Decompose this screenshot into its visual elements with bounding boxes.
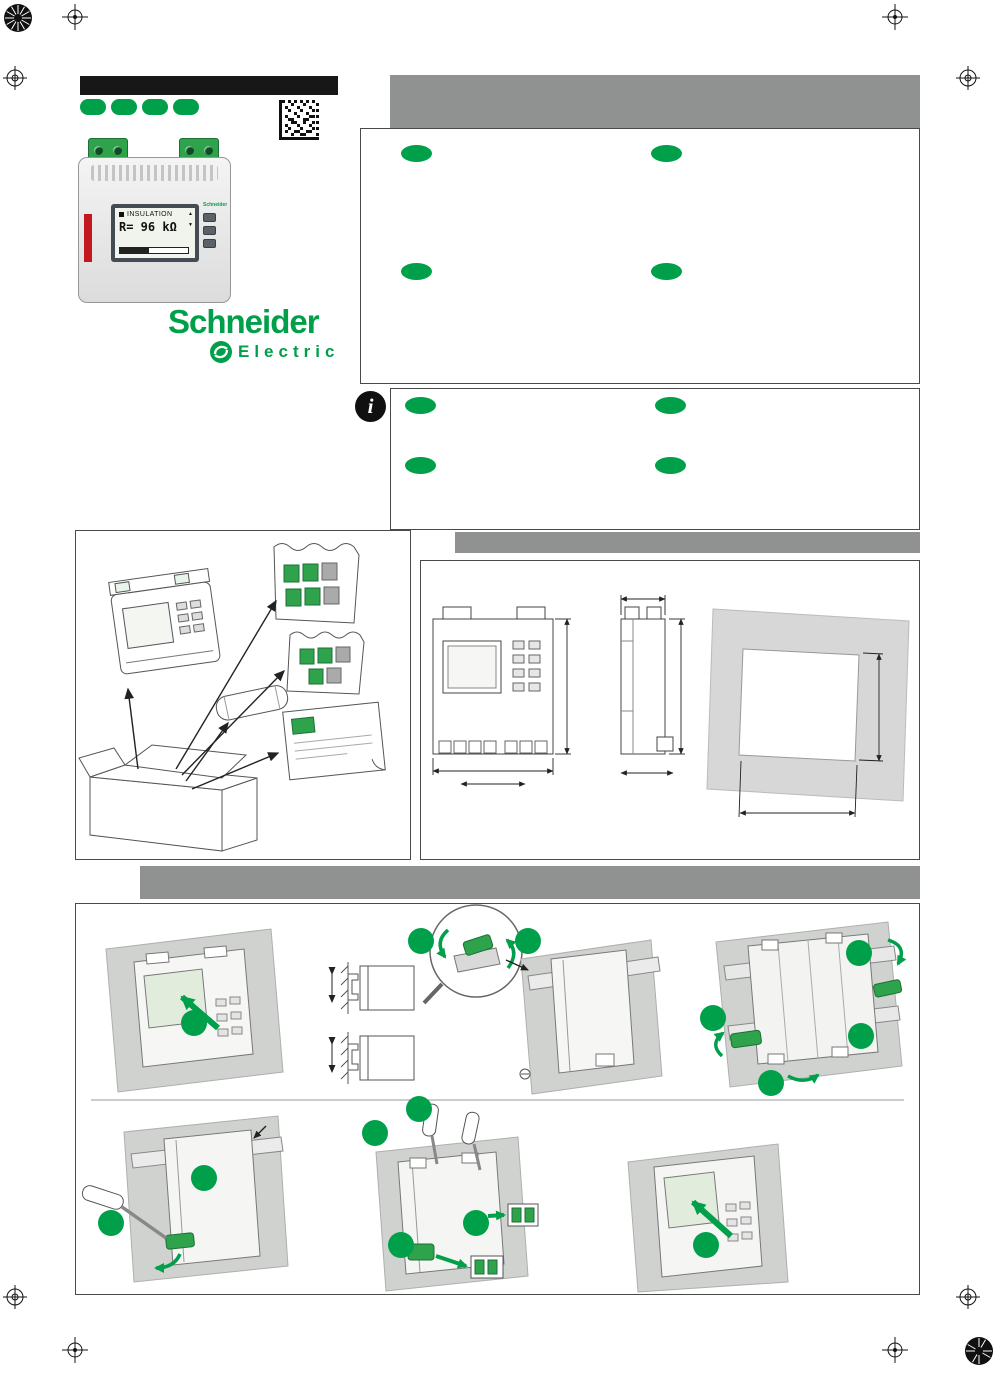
note-bullet-4	[655, 457, 686, 474]
schneider-logo-electric: Electric	[238, 342, 340, 361]
bag-terminal-blocks-2	[286, 631, 365, 695]
dimension-front-view	[432, 606, 571, 787]
step-badge	[515, 928, 541, 954]
print-mark-crosshair-bottom-left	[62, 1337, 88, 1363]
safety-bullet-2	[651, 145, 682, 162]
removed-connector	[507, 1203, 539, 1227]
step-badge	[758, 1070, 784, 1096]
package-contents-illustration	[78, 543, 386, 852]
print-mark-target-right-top	[956, 66, 980, 90]
dimensions-box	[420, 560, 920, 860]
safety-bullet-1	[401, 145, 432, 162]
step-badge	[700, 1005, 726, 1031]
display-up-arrow-icon: ▲	[188, 211, 193, 217]
step-badge	[463, 1210, 489, 1236]
top-title-bar	[80, 76, 338, 95]
step-badge	[693, 1232, 719, 1258]
screwdriver-icon	[461, 1111, 482, 1171]
device-button-2	[203, 226, 216, 235]
arrow-to-foam	[185, 721, 229, 782]
section-header-installation	[140, 866, 920, 899]
arrow-to-bag-2	[181, 670, 285, 776]
terminal-screw	[185, 146, 194, 155]
step-badge	[408, 928, 434, 954]
step-din-rail-detail	[328, 904, 663, 1095]
device-brand-label: Schneider	[203, 202, 228, 208]
note-bullet-3	[405, 457, 436, 474]
dimensions-illustration	[432, 595, 910, 818]
step-badge	[846, 940, 872, 966]
print-mark-target-left-bottom	[3, 1285, 27, 1309]
arrow-to-bag-1	[175, 599, 277, 770]
display-bargraph	[119, 247, 189, 254]
step-remove-terminals	[362, 1096, 539, 1292]
display-title: INSULATION	[127, 211, 173, 218]
device-vents	[91, 165, 218, 181]
arrow-to-booklet	[191, 752, 280, 790]
datamatrix-code	[277, 98, 321, 142]
language-pills	[80, 99, 199, 115]
installation-box	[75, 903, 920, 1295]
section-header-safety	[390, 75, 920, 130]
instruction-booklet	[282, 701, 386, 781]
screwdriver-icon	[81, 1185, 168, 1240]
display-value: R= 96 kΩ	[119, 220, 177, 234]
step-release-clip	[81, 1115, 289, 1283]
language-pill-3	[142, 99, 168, 115]
safety-instructions-box	[360, 128, 920, 384]
print-mark-crosshair-top-left	[62, 4, 88, 30]
print-mark-sunburst-top-left	[4, 4, 32, 32]
step-remove-from-panel	[627, 1143, 789, 1293]
package-contents-box	[75, 530, 411, 860]
device-front: INSULATION R= 96 kΩ ▲ ▼ Schneider	[78, 157, 231, 303]
arrow-to-device	[124, 687, 139, 770]
terminal-screw	[94, 146, 103, 155]
installation-illustrations	[81, 904, 907, 1293]
terminal-screw	[113, 146, 122, 155]
device-display: INSULATION R= 96 kΩ ▲ ▼	[111, 204, 199, 262]
section-header-dimensions	[455, 532, 920, 553]
device-red-label	[84, 214, 92, 262]
dimension-panel-cutout	[706, 608, 910, 818]
print-mark-crosshair-bottom-right	[882, 1337, 908, 1363]
bag-terminal-blocks-1	[273, 543, 360, 624]
print-mark-target-right-bottom	[956, 1285, 980, 1309]
device-line-drawing	[108, 568, 221, 675]
language-pill-4	[173, 99, 199, 115]
print-mark-sunburst-bottom-right	[965, 1337, 993, 1365]
schneider-logo-glyph-icon	[210, 341, 232, 363]
print-mark-crosshair-top-right	[882, 4, 908, 30]
device-button-1	[203, 213, 216, 222]
language-pill-2	[111, 99, 137, 115]
step-badge	[388, 1232, 414, 1258]
step-badge	[181, 1010, 207, 1036]
product-photo: INSULATION R= 96 kΩ ▲ ▼ Schneider	[78, 138, 231, 303]
step-badge	[191, 1165, 217, 1191]
notes-box	[390, 388, 920, 530]
removed-connector	[470, 1255, 504, 1279]
schneider-logo: Schneider Electric	[168, 304, 358, 363]
safety-bullet-4	[651, 263, 682, 280]
info-icon-glyph: i	[367, 394, 374, 418]
step-panel-front-insert	[105, 928, 284, 1093]
schneider-logo-wordmark: Schneider	[168, 303, 320, 340]
terminal-screw	[204, 146, 213, 155]
step-badge	[362, 1120, 388, 1146]
step-badge	[848, 1023, 874, 1049]
info-icon: i	[355, 391, 386, 422]
step-badge	[98, 1210, 124, 1236]
step-badge	[406, 1096, 432, 1122]
device-button-3	[203, 239, 216, 248]
display-status-icon	[119, 212, 124, 217]
note-bullet-1	[405, 397, 436, 414]
language-pill-1	[80, 99, 106, 115]
display-down-arrow-icon: ▼	[188, 222, 193, 228]
cardboard-box	[78, 744, 258, 852]
dimension-side-view	[620, 595, 685, 776]
print-mark-target-left-top	[3, 66, 27, 90]
note-bullet-2	[655, 397, 686, 414]
step-attach-clips	[700, 921, 907, 1096]
safety-bullet-3	[401, 263, 432, 280]
